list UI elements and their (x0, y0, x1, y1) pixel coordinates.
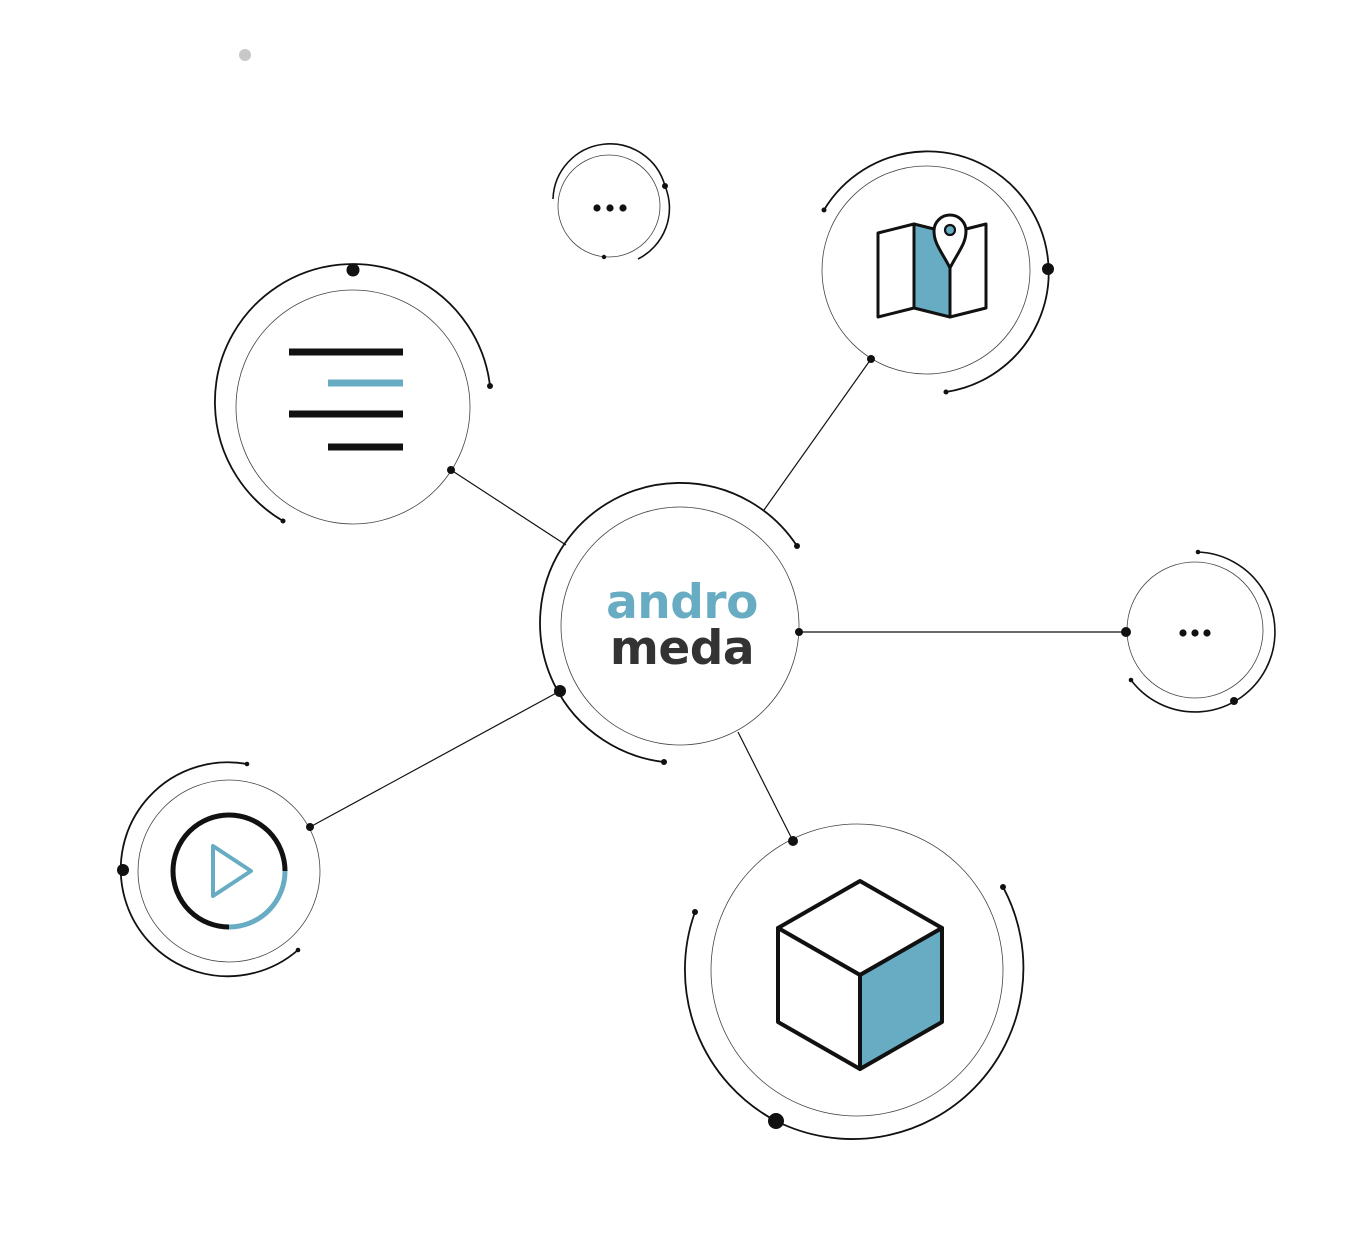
map-pin-icon (876, 213, 988, 319)
connector-play-node (309, 690, 561, 828)
text-align-right-icon (289, 348, 403, 451)
indicator-dot (239, 49, 251, 61)
cube-node[interactable] (684, 823, 1025, 1140)
connector-text-node (450, 469, 567, 546)
connector-lines (309, 358, 1126, 842)
top-small-node[interactable] (552, 143, 671, 260)
center-hub-node[interactable]: andro meda (539, 482, 803, 765)
logo-line-meda: meda (610, 621, 754, 676)
cube-icon (776, 879, 944, 1071)
play-node[interactable] (117, 761, 321, 978)
ellipsis-icon (593, 204, 627, 212)
map-node[interactable] (821, 150, 1055, 395)
connector-map-node (763, 358, 872, 511)
logo-line-andro: andro (606, 575, 758, 630)
connector-cube-node (737, 731, 794, 842)
ellipsis-icon (1179, 629, 1211, 637)
play-progress-icon (170, 812, 288, 930)
text-align-node[interactable] (214, 263, 493, 525)
right-small-node[interactable] (1121, 549, 1276, 713)
